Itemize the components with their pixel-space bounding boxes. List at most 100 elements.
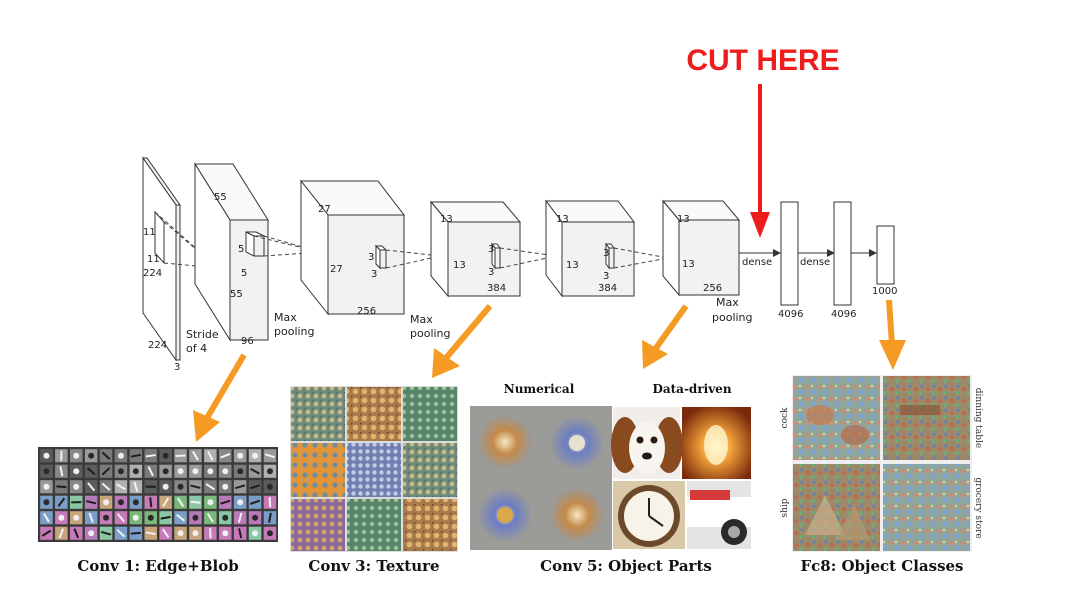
filter-stroke — [268, 512, 272, 523]
class-tile-grocery-store — [883, 464, 970, 551]
filter-stroke — [73, 528, 80, 539]
conv4-width: 13 — [566, 260, 579, 271]
filter-stroke — [145, 531, 156, 536]
conv3-depth: 384 — [487, 283, 506, 294]
filter-stroke — [266, 468, 273, 475]
filter-stroke — [162, 468, 169, 475]
fc6-size: 4096 — [778, 309, 803, 320]
clock-image — [613, 481, 685, 549]
filter-stroke — [192, 468, 199, 475]
filter-stroke — [133, 481, 139, 492]
conv4-kernel-a: 3 — [603, 248, 609, 259]
class-tile-cock — [793, 376, 880, 460]
conv2-kernel-b: 3 — [371, 269, 377, 280]
filter-stroke — [132, 468, 139, 475]
fc8-class-grid — [792, 375, 972, 552]
filter-stroke — [117, 499, 124, 506]
input-height: 224 — [143, 268, 162, 279]
texture-tile — [291, 443, 345, 497]
filter-stroke — [222, 530, 229, 537]
fc8-caption: Fc8: Object Classes — [800, 557, 963, 575]
stride-line1: Stride — [186, 328, 219, 341]
texture-tile — [403, 443, 457, 497]
filter-stroke — [205, 483, 216, 491]
filter-stroke — [132, 499, 139, 506]
fire-image — [682, 407, 751, 479]
filter-stroke — [237, 468, 244, 475]
filter-stroke — [192, 450, 199, 461]
conv4-block: 13 13 3 3 384 — [544, 199, 669, 298]
conv1-block: 55 5 5 55 96 — [194, 162, 321, 347]
conv2-height: 27 — [318, 204, 331, 215]
filter-stroke — [177, 530, 184, 537]
conv1-depth: 96 — [241, 336, 254, 347]
filter-stroke — [237, 499, 244, 506]
numerical-blob — [478, 415, 532, 469]
filter-stroke — [177, 483, 184, 490]
filter-stroke — [266, 483, 273, 490]
filter-stroke — [222, 483, 229, 490]
filter-stroke — [190, 500, 201, 504]
filter-stroke — [237, 452, 244, 459]
filter-stroke — [103, 499, 110, 506]
texture-tile — [347, 499, 401, 551]
filter-stroke — [145, 454, 156, 458]
filter-stroke — [249, 499, 261, 505]
filter-stroke — [57, 497, 66, 507]
conv1-kernel-a: 5 — [238, 244, 244, 255]
filter-stroke — [88, 512, 94, 523]
filter-stroke — [101, 467, 111, 476]
texture-tile — [347, 387, 401, 441]
filter-stroke — [73, 483, 80, 490]
filter-stroke — [147, 466, 154, 477]
arrow-to-fc8 — [879, 299, 906, 370]
filter-stroke — [192, 514, 199, 521]
filter-stroke — [177, 468, 184, 475]
filter-stroke — [117, 452, 124, 459]
fc7-size: 4096 — [831, 309, 856, 320]
filter-stroke — [162, 497, 170, 508]
conv1-kernel-b: 5 — [241, 268, 247, 279]
filter-stroke — [130, 531, 141, 535]
filter-stroke — [88, 452, 95, 459]
filter-stroke — [43, 499, 50, 506]
filter-stroke — [266, 530, 273, 537]
filter-stroke — [101, 482, 111, 491]
dense1-label: dense — [742, 257, 772, 268]
conv5-depth: 256 — [703, 283, 722, 294]
pool1-line1: Max — [274, 311, 297, 324]
filter-stroke — [116, 513, 125, 523]
filter-stroke — [162, 483, 169, 490]
filter-stroke — [252, 514, 259, 521]
filter-stroke — [206, 512, 214, 523]
pool2-line1: Max — [410, 313, 433, 326]
arrow-to-conv1 — [193, 353, 247, 442]
conv3-texture-grid — [290, 386, 458, 552]
conv4-height: 13 — [556, 214, 569, 225]
conv2-width: 27 — [330, 264, 343, 275]
conv3-kernel-a: 3 — [488, 244, 494, 255]
conv5-height: 13 — [677, 214, 690, 225]
car-image — [687, 481, 751, 549]
filter-stroke — [59, 466, 64, 477]
texture-tile — [291, 387, 345, 441]
filter-stroke — [175, 513, 186, 522]
filter-stroke — [86, 500, 97, 505]
filter-stroke — [73, 468, 80, 475]
conv2-block: 27 27 3 3 256 — [299, 179, 441, 317]
filter-stroke — [43, 468, 50, 475]
conv3-height: 13 — [440, 214, 453, 225]
conv1-width: 55 — [230, 289, 243, 300]
filter-stroke — [101, 451, 111, 460]
filter-stroke — [116, 483, 126, 491]
conv2-depth: 256 — [357, 306, 376, 317]
conv3-kernel-b: 3 — [488, 267, 494, 278]
conv4-kernel-b: 3 — [603, 271, 609, 282]
filter-stroke — [87, 482, 96, 492]
fc8-size: 1000 — [872, 286, 897, 297]
conv1-caption: Conv 1: Edge+Blob — [77, 557, 238, 575]
filter-stroke — [220, 453, 231, 459]
texture-tile — [403, 499, 457, 551]
filter-stroke — [103, 514, 110, 521]
